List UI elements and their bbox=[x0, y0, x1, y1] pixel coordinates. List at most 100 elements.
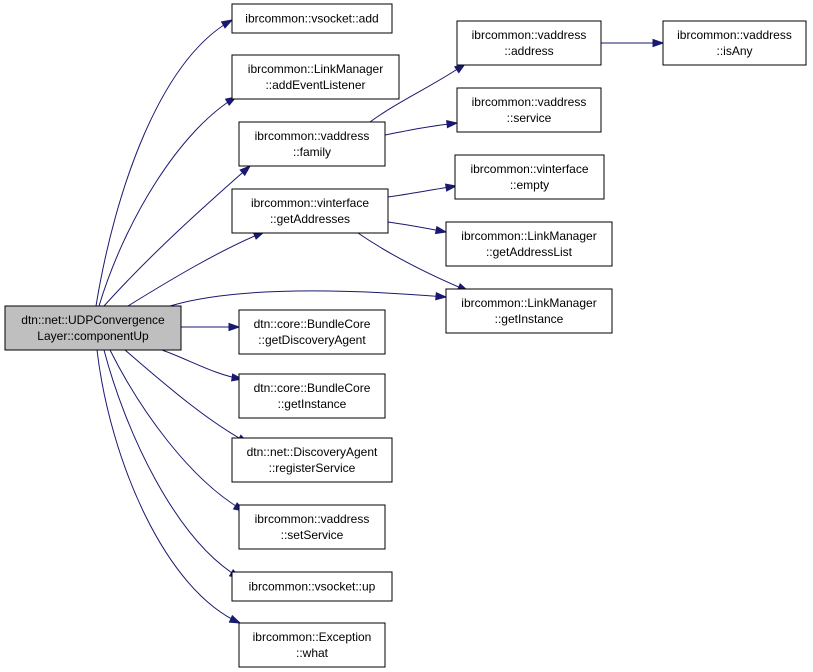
arrow-head bbox=[239, 164, 252, 177]
edge-root-to-bundlecore_get_instance bbox=[161, 349, 244, 382]
edge-vaddress_address-to-vaddress_is_any bbox=[601, 38, 665, 48]
arrow-head bbox=[228, 614, 242, 624]
edge-line bbox=[103, 349, 241, 579]
node-discovery-agent-register-service[interactable]: dtn::net::DiscoveryAgent::registerServic… bbox=[231, 437, 393, 483]
edge-line bbox=[124, 349, 249, 444]
edge-line bbox=[161, 349, 243, 380]
node-box bbox=[231, 188, 389, 234]
node-label-line: ::getInstance bbox=[278, 397, 347, 411]
arrow-head bbox=[435, 291, 448, 301]
node-label-line: ibrcommon::Exception bbox=[253, 630, 372, 644]
edge-line bbox=[357, 232, 469, 292]
node-box bbox=[231, 3, 393, 34]
arrow-head bbox=[444, 183, 458, 192]
edge-root-to-vaddress_set_service bbox=[109, 349, 246, 512]
node-lm-get-address-list[interactable]: ibrcommon::LinkManager::getAddressList bbox=[445, 221, 613, 267]
node-box bbox=[456, 20, 602, 66]
edge-root-to-vsocket_up bbox=[103, 349, 242, 579]
edge-root-to-lm_get_instance bbox=[169, 290, 448, 307]
edge-root-to-exception_what bbox=[96, 349, 242, 624]
node-label-line: dtn::net::DiscoveryAgent bbox=[247, 445, 378, 459]
node-box bbox=[238, 504, 386, 550]
node-vaddress-family[interactable]: ibrcommon::vaddress::family bbox=[238, 121, 386, 167]
node-bundlecore-get-instance[interactable]: dtn::core::BundleCore::getInstance bbox=[238, 373, 386, 419]
node-box bbox=[238, 373, 386, 419]
edge-vinterface_get_addresses-to-vinterface_empty bbox=[387, 183, 458, 198]
node-box bbox=[445, 221, 613, 267]
node-vsocket-add[interactable]: ibrcommon::vsocket::add bbox=[231, 3, 393, 34]
node-box bbox=[238, 121, 386, 167]
node-label-line: ::empty bbox=[510, 178, 549, 192]
node-box bbox=[454, 154, 605, 200]
node-label-line: ibrcommon::LinkManager bbox=[461, 229, 596, 243]
node-vsocket-up[interactable]: ibrcommon::vsocket::up bbox=[231, 571, 393, 602]
node-box bbox=[662, 20, 807, 66]
node-label-line: dtn::core::BundleCore bbox=[254, 317, 371, 331]
node-label-line: ::getDiscoveryAgent bbox=[258, 333, 366, 347]
edge-root-to-vsocket_add bbox=[95, 19, 234, 307]
edge-root-to-vinterface_get_addresses bbox=[127, 231, 266, 307]
node-label-line: ibrcommon::vsocket::up bbox=[249, 580, 376, 594]
edge-line bbox=[96, 349, 241, 624]
node-box bbox=[445, 288, 613, 334]
edge-vaddress_family-to-vaddress_service bbox=[384, 119, 459, 136]
node-lm-add-event-listener[interactable]: ibrcommon::LinkManager::addEventListener bbox=[231, 54, 400, 100]
node-label-line: dtn::core::BundleCore bbox=[254, 381, 371, 395]
node-label-line: ibrcommon::vaddress bbox=[472, 95, 587, 109]
node-label-line: ::address bbox=[504, 44, 553, 58]
edge-line bbox=[169, 290, 447, 307]
node-box bbox=[238, 622, 386, 668]
node-root[interactable]: dtn::net::UDPConvergenceLayer::component… bbox=[4, 305, 182, 351]
edge-vinterface_get_addresses-to-lm_get_address_list bbox=[387, 221, 448, 235]
edge-root-to-vaddress_family bbox=[103, 164, 252, 307]
node-vaddress-set-service[interactable]: ibrcommon::vaddress::setService bbox=[238, 504, 386, 550]
node-exception-what[interactable]: ibrcommon::Exception::what bbox=[238, 622, 386, 668]
edge-line bbox=[103, 165, 251, 307]
edge-line bbox=[95, 19, 233, 307]
node-vaddress-is-any[interactable]: ibrcommon::vaddress::isAny bbox=[662, 20, 807, 66]
node-label-line: ibrcommon::LinkManager bbox=[461, 296, 596, 310]
node-label-line: ::service bbox=[507, 111, 552, 125]
node-label-line: ::isAny bbox=[716, 44, 752, 58]
arrow-head bbox=[652, 38, 665, 48]
node-vaddress-service[interactable]: ibrcommon::vaddress::service bbox=[456, 87, 602, 133]
edge-root-to-discovery_agent_register_service bbox=[124, 349, 250, 444]
node-label-line: ibrcommon::LinkManager bbox=[248, 62, 383, 76]
node-box bbox=[231, 437, 393, 483]
node-label-line: ibrcommon::vaddress bbox=[255, 129, 370, 143]
node-label-line: ::addEventListener bbox=[265, 78, 365, 92]
arrow-head bbox=[220, 19, 234, 29]
edge-line bbox=[98, 96, 237, 307]
node-label-line: ::family bbox=[293, 145, 331, 159]
node-label-line: ibrcommon::vaddress bbox=[255, 512, 370, 526]
node-vinterface-empty[interactable]: ibrcommon::vinterface::empty bbox=[454, 154, 605, 200]
node-label-line: ibrcommon::vaddress bbox=[472, 28, 587, 42]
arrow-head bbox=[434, 225, 448, 235]
edge-line bbox=[127, 231, 265, 307]
node-label-line: ::getAddressList bbox=[486, 245, 573, 259]
node-bundlecore-get-discovery-agent[interactable]: dtn::core::BundleCore::getDiscoveryAgent bbox=[238, 309, 386, 355]
node-label-line: ::registerService bbox=[269, 461, 356, 475]
node-box bbox=[231, 54, 400, 100]
node-vaddress-address[interactable]: ibrcommon::vaddress::address bbox=[456, 20, 602, 66]
node-label-line: dtn::net::UDPConvergence bbox=[21, 313, 165, 327]
edge-line bbox=[369, 63, 466, 123]
edge-root-to-bundlecore_get_discovery_agent bbox=[181, 322, 241, 332]
node-box bbox=[456, 87, 602, 133]
node-box bbox=[4, 305, 182, 351]
node-label-line: ::setService bbox=[281, 528, 344, 542]
node-label-line: ibrcommon::vaddress bbox=[677, 28, 792, 42]
node-vinterface-get-addresses[interactable]: ibrcommon::vinterface::getAddresses bbox=[231, 188, 389, 234]
node-label-line: ::getAddresses bbox=[270, 212, 350, 226]
arrow-head bbox=[228, 322, 241, 332]
node-label-line: ::what bbox=[296, 646, 329, 660]
edge-line bbox=[109, 349, 245, 512]
node-label-line: ::getInstance bbox=[495, 312, 564, 326]
node-label-line: Layer::componentUp bbox=[37, 329, 149, 343]
node-box bbox=[238, 309, 386, 355]
node-lm-get-instance[interactable]: ibrcommon::LinkManager::getInstance bbox=[445, 288, 613, 334]
node-label-line: ibrcommon::vsocket::add bbox=[245, 12, 378, 26]
node-box bbox=[231, 571, 393, 602]
node-label-line: ibrcommon::vinterface bbox=[251, 196, 369, 210]
